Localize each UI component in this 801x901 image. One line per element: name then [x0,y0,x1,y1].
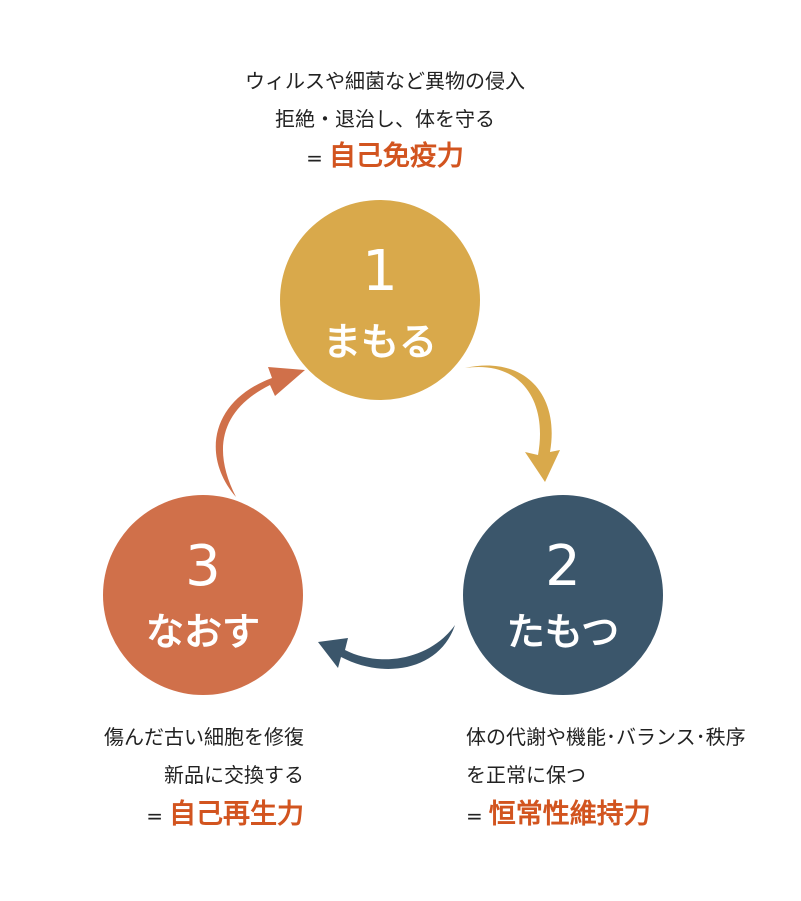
step-1-label: まもる [323,320,437,364]
step-1-description: ウィルスや細菌など異物の侵入 拒絶・退治し、体を守る =自己免疫力 [0,62,770,177]
result-term: 恒常性維持力 [488,799,651,830]
step-3-description: 傷んだ古い細胞を修復 新品に交換する =自己再生力 [104,718,304,835]
step-2-description: 体の代謝や機能･バランス･秩序 を正常に保つ =恒常性維持力 [466,718,746,835]
result-line: =自己再生力 [104,796,304,835]
step-1-number: 1 [362,239,398,304]
result-line: =自己免疫力 [0,138,770,177]
step-2-label: たもつ [507,610,619,654]
step-3-label: なおす [146,610,260,654]
desc-line: ウィルスや細菌など異物の侵入 [245,69,525,93]
arrow-1-to-2 [465,365,560,482]
desc-line: 新品に交換する [164,763,304,787]
result-term: 自己免疫力 [328,141,464,172]
desc-line: を正常に保つ [466,763,586,787]
arrow-2-to-3 [318,625,455,669]
result-line: =恒常性維持力 [466,796,746,835]
desc-line: 拒絶・退治し、体を守る [275,107,495,131]
step-2-number: 2 [545,534,581,599]
result-term: 自己再生力 [169,799,304,830]
equals-sign: = [466,804,483,828]
step-2-circle: 2 たもつ [463,495,663,695]
step-1-circle: 1 まもる [280,200,480,400]
desc-line: 傷んだ古い細胞を修復 [104,725,304,749]
equals-sign: = [146,804,163,828]
step-3-number: 3 [185,534,221,599]
arrow-3-to-1 [215,367,305,497]
equals-sign: = [306,146,323,170]
desc-line: 体の代謝や機能･バランス･秩序 [466,725,746,749]
step-3-circle: 3 なおす [103,495,303,695]
